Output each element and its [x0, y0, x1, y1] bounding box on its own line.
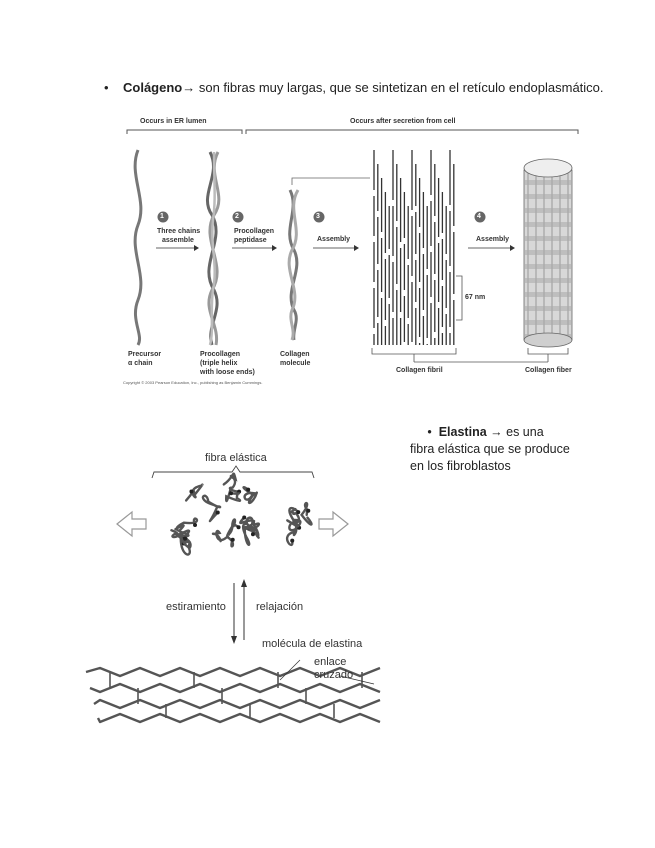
stretch-arrowhead [231, 636, 237, 644]
stretch-left-arrow [117, 512, 146, 536]
stretch-label: estiramiento [166, 601, 226, 613]
fibra-label: fibra elástica [205, 452, 267, 464]
elastin-molecule-label: molécula de elastina [262, 638, 362, 650]
stretch-right-arrow [319, 512, 348, 536]
relax-arrowhead [241, 579, 247, 587]
crosslink-label-b: cruzado [314, 669, 353, 681]
relax-label: relajación [256, 601, 303, 613]
elastic-fiber-tangle [171, 474, 311, 555]
crosslink-label-a: enlace [314, 656, 346, 668]
